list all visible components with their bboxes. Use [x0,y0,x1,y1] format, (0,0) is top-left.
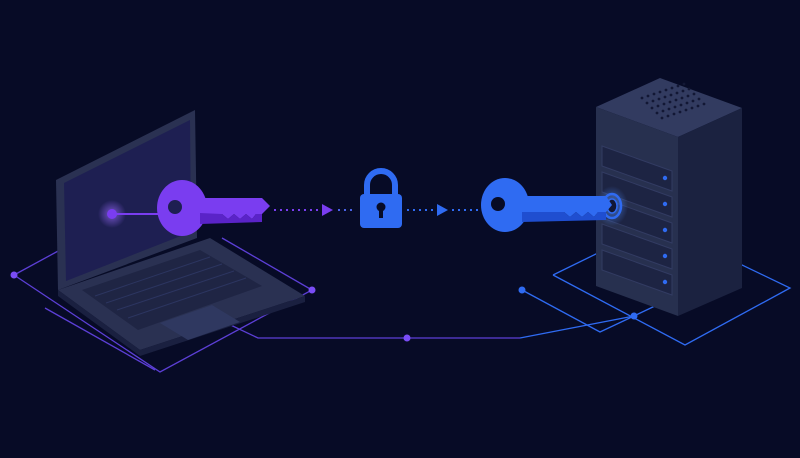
transfer-arrow-right [338,204,478,216]
vent-dot [684,108,688,112]
vent-dot [656,104,660,108]
vent-dot [687,87,691,91]
vent-dot [685,101,689,105]
circuit-node [630,312,638,320]
laptop-icon [56,110,305,356]
vent-dot [657,97,661,101]
vent-dot [680,96,684,100]
laptop-screen [64,120,191,281]
server-icon [596,78,742,316]
circuit-line [13,249,61,276]
keyboard-keys [94,256,247,319]
drive-bay [601,171,673,218]
vent-dot [692,92,696,96]
vent-dot [660,116,664,120]
laptop-keyboard [82,250,262,330]
laptop-touchpad [160,305,240,340]
server-side [678,108,742,316]
circuit-line [13,237,314,373]
circuit-node [308,286,316,294]
drive-led [662,227,668,233]
circuit-line [521,289,635,333]
drive-led [662,175,668,181]
vent-dot [668,100,672,104]
circuit-lines-laptop [10,237,520,373]
vent-dot [675,91,679,95]
private-key-icon [157,180,270,236]
vent-dot [679,103,683,107]
vent-dot [702,102,706,106]
vent-dot [640,96,644,100]
transfer-arrow-left [274,204,333,216]
vent-dot [667,107,671,111]
drive-led [662,279,668,285]
server-vent [640,82,706,120]
vent-dot [672,112,676,116]
circuit-node [403,334,411,342]
drive-led [662,201,668,207]
vent-dot [658,90,662,94]
vent-dot [697,97,701,101]
vent-dot [650,106,654,110]
circuit-node [10,271,18,279]
public-key-icon [481,178,612,232]
vent-dot [661,109,665,113]
vent-dot [652,92,656,96]
drive-bay [601,145,673,192]
circuit-line [44,307,156,371]
vent-dot [645,101,649,105]
lock-icon [360,168,402,228]
vent-dot [691,99,695,103]
vent-dot [676,84,680,88]
vent-dot [670,86,674,90]
circuit-line [552,251,601,276]
drive-bay [601,249,673,296]
vent-dot [682,82,686,86]
vent-dot [666,114,670,118]
laptop-base-edge [58,290,305,356]
vent-dot [686,94,690,98]
vent-dot [664,88,668,92]
circuit-node [518,286,526,294]
circuit-line [219,319,520,339]
drive-led [662,253,668,259]
drive-bay [601,223,673,270]
vent-dot [663,95,667,99]
vent-dot [678,110,682,114]
vent-dot [674,98,678,102]
vent-dot [681,89,685,93]
vent-dot [662,102,666,106]
vent-dot [669,93,673,97]
vent-dot [646,94,650,98]
server-top [596,78,742,137]
vent-dot [651,99,655,103]
vent-dot [655,111,659,115]
vent-dot [696,104,700,108]
vent-dot [673,105,677,109]
vent-dot [690,106,694,110]
